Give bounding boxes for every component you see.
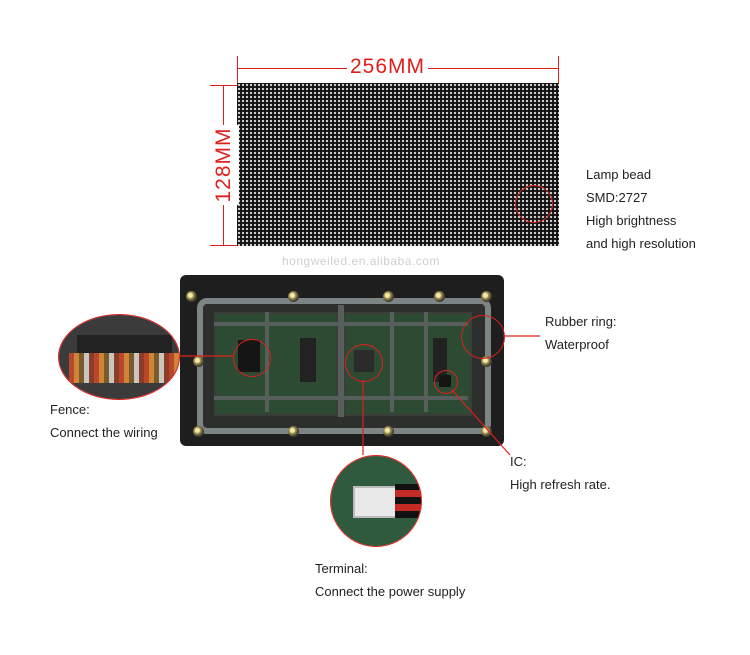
screw-5 — [481, 291, 492, 302]
fence-zoom-ring — [58, 314, 180, 400]
screw-7 — [481, 356, 492, 367]
screw-3 — [383, 291, 394, 302]
screw-2 — [288, 291, 299, 302]
watermark-text: hongweiled.en.alibaba.com — [282, 254, 440, 268]
ic-marker — [434, 370, 458, 394]
screw-10 — [383, 426, 394, 437]
terminal-zoom-ring — [330, 455, 422, 547]
rib-vertical-2 — [338, 305, 344, 417]
height-dimension-tick-bottom — [210, 245, 237, 246]
lamp-bead-title: Lamp bead — [586, 167, 652, 182]
ic-title: IC: — [510, 454, 527, 469]
screw-4 — [434, 291, 445, 302]
lamp-bead-callout: Lamp bead SMD:2727 High brightness and h… — [586, 163, 696, 255]
screw-6 — [193, 356, 204, 367]
fence-marker — [233, 339, 271, 377]
terminal-callout: Terminal: Connect the power supply — [315, 557, 465, 603]
fence-feature: Connect the wiring — [50, 425, 158, 440]
rubber-ring-title: Rubber ring: — [545, 314, 617, 329]
terminal-feature: Connect the power supply — [315, 584, 466, 599]
width-dimension-label: 256MM — [347, 55, 429, 79]
led-panel-front — [237, 83, 559, 246]
lamp-bead-feature-2: and high resolution — [586, 236, 696, 251]
ribbon-connector — [300, 338, 316, 382]
screw-8 — [193, 426, 204, 437]
height-dimension-tick-top — [210, 85, 237, 86]
lamp-bead-feature-1: High brightness — [586, 213, 677, 228]
width-dimension-tick-left — [237, 56, 238, 83]
rib-vertical-4 — [424, 312, 428, 412]
lamp-bead-marker — [515, 185, 553, 223]
width-dimension-tick-right — [558, 56, 559, 83]
lamp-bead-spec: SMD:2727 — [586, 190, 648, 205]
fence-title: Fence: — [50, 402, 90, 417]
fence-callout: Fence: Connect the wiring — [50, 398, 158, 444]
terminal-title: Terminal: — [315, 561, 368, 576]
screw-1 — [186, 291, 197, 302]
ic-callout: IC: High refresh rate. — [510, 450, 610, 496]
rib-vertical-3 — [390, 312, 394, 412]
rubber-ring-callout: Rubber ring: Waterproof — [545, 310, 617, 356]
rubber-ring-feature: Waterproof — [545, 337, 609, 352]
screw-11 — [481, 426, 492, 437]
rubber-ring-marker — [461, 315, 505, 359]
terminal-marker — [345, 344, 383, 382]
screw-9 — [288, 426, 299, 437]
ic-feature: High refresh rate. — [510, 477, 611, 492]
